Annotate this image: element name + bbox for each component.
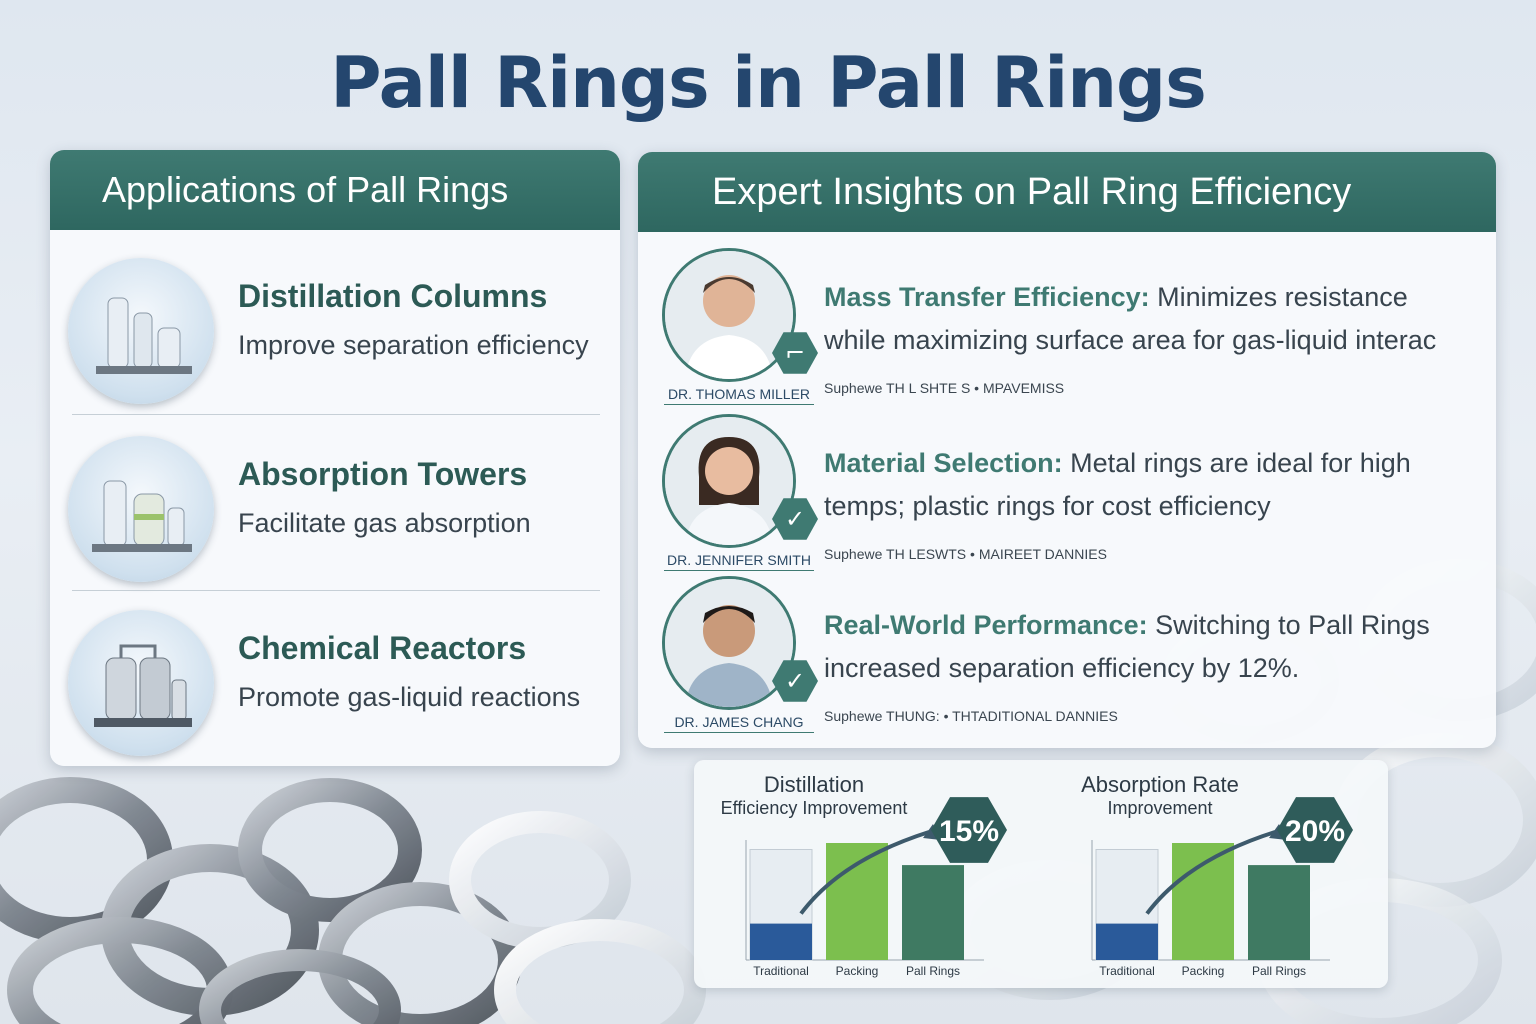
expert-portrait [662,248,796,382]
divider [72,414,600,415]
application-description: Improve separation efficiency [238,330,589,360]
distillation-column-icon [68,258,214,404]
tick-label: Packing [836,964,879,978]
application-description: Facilitate gas absorption [238,508,531,538]
application-name: Absorption Towers [238,456,528,492]
expert-quote-text: Minimizes resistance while maximizing su… [824,282,1437,355]
tick-label: Pall Rings [906,964,960,978]
expert-portrait [662,576,796,710]
expert-name: DR. JENNIFER SMITH [664,552,814,571]
application-name: Distillation Columns [238,278,548,314]
expert-entry: ⌐ DR. THOMAS MILLER Mass Transfer Effici… [638,248,1496,408]
highlight-badge [1277,797,1353,863]
bar [750,923,812,960]
application-description: Promote gas-liquid reactions [238,682,581,712]
trend-arrow [1145,830,1276,915]
expert-topic: Real-World Performance [824,610,1139,640]
expert-topic: Mass Transfer Efficiency [824,282,1141,312]
checkmark-icon: ✓ [772,498,818,540]
application-name: Chemical Reactors [238,630,527,666]
expert-insights-header: Expert Insights on Pall Ring Efficiency [638,152,1496,232]
applications-panel: Applications of Pall Rings Distillation … [50,150,620,766]
expert-quote-text: Metal rings are ideal for high temps; pl… [824,448,1411,521]
expert-quote-text: Switching to Pall Rings increased separa… [824,610,1430,683]
application-item-distillation: Distillation Columns Improve separation … [50,230,620,404]
divider [72,590,600,591]
bar [826,843,888,960]
expert-subline: Suphewe THUNG: • THTADITIONAL DANNIES [824,708,1118,724]
document-icon: ⌐ [772,332,818,374]
expert-insights-panel: Expert Insights on Pall Ring Efficiency … [638,152,1496,748]
chart-subtitle: Efficiency Improvement [721,798,908,818]
page-title: Pall Rings in Pall Rings [330,42,1207,124]
highlight-value: 15% [939,815,999,848]
expert-topic: Material Selection [824,448,1054,478]
highlight-value: 20% [1285,815,1345,848]
expert-name: DR. JAMES CHANG [664,714,814,733]
application-item-absorption: Absorption Towers Facilitate gas absorpt… [50,408,620,582]
expert-subline: Suphewe TH L SHTE S • MPAVEMISS [824,380,1065,396]
expert-entry: ✓ DR. JENNIFER SMITH Material Selection:… [638,414,1496,574]
absorption-tower-icon [68,436,214,582]
tick-label: Traditional [1099,964,1155,978]
application-item-reactors: Chemical Reactors Promote gas-liquid rea… [50,582,620,756]
expert-name: DR. THOMAS MILLER [664,386,814,405]
expert-quote: Real-World Performance: Switching to Pal… [824,610,1430,683]
bar [902,865,964,960]
chart-title: Distillation [764,772,864,797]
tick-label: Pall Rings [1252,964,1306,978]
chart-title: Absorption Rate [1081,772,1239,797]
tick-label: Traditional [753,964,809,978]
expert-quote: Material Selection: Metal rings are idea… [824,448,1411,521]
bar [1172,843,1234,960]
highlight-badge [931,797,1007,863]
expert-quote: Mass Transfer Efficiency: Minimizes resi… [824,282,1437,355]
tick-label: Packing [1182,964,1225,978]
trend-arrow [799,830,930,915]
chemical-reactor-icon [68,610,214,756]
expert-subline: Suphewe TH LESWTS • MAIREET DANNIES [824,546,1107,562]
bar [1096,923,1158,960]
expert-entry: ✓ DR. JAMES CHANG Real-World Performance… [638,576,1496,736]
chart-subtitle: Improvement [1107,798,1212,818]
applications-header: Applications of Pall Rings [50,150,620,230]
checkmark-icon: ✓ [772,660,818,702]
expert-portrait [662,414,796,548]
bar [1248,865,1310,960]
